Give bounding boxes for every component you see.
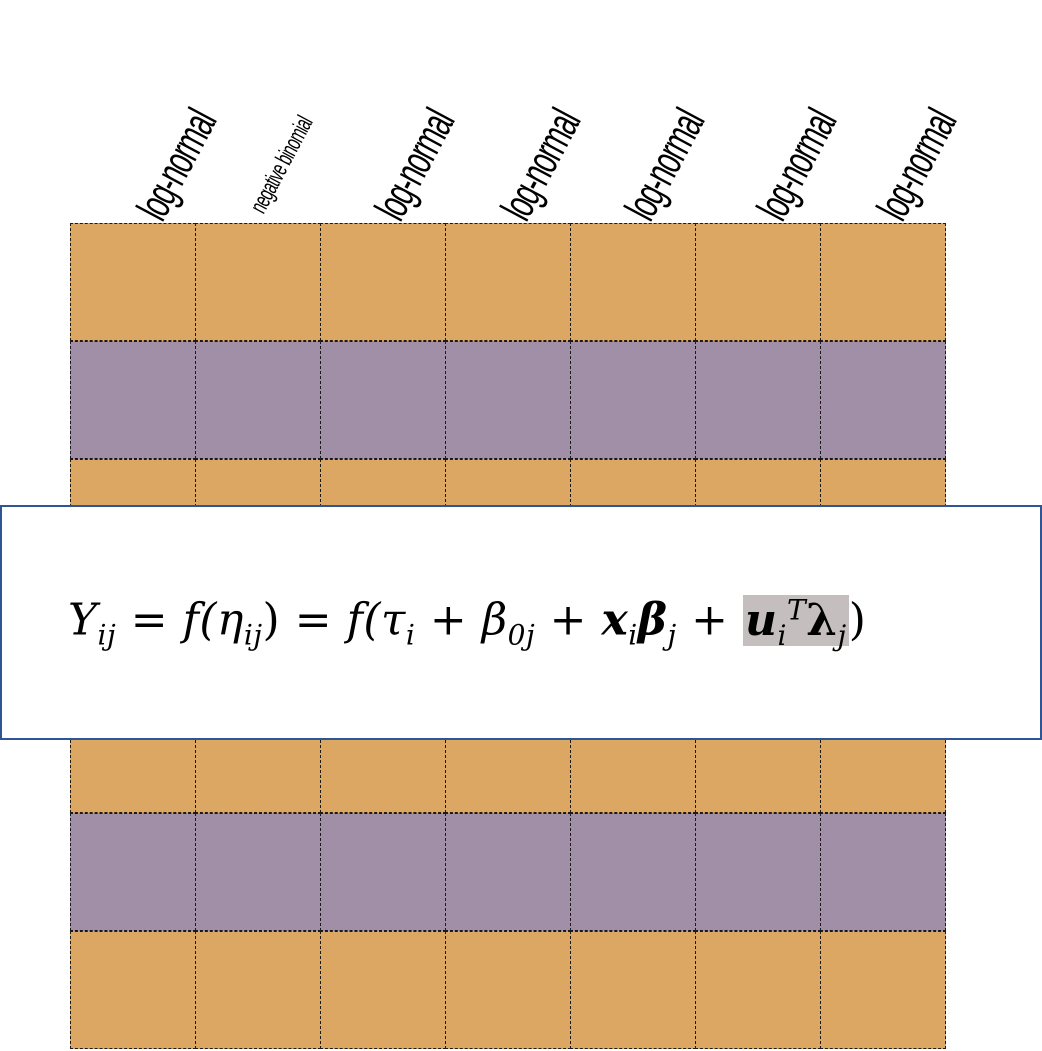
eq-u-sup: T (786, 593, 807, 626)
eq-y-sub: ij (97, 618, 117, 652)
grid-cell (819, 813, 946, 931)
grid-cell (569, 813, 697, 931)
grid-row (70, 341, 946, 459)
grid-cell (70, 931, 197, 1049)
grid-cell (194, 813, 322, 931)
eq-plus-1: + (429, 594, 468, 646)
eq-latent-term: uiTλj (743, 593, 849, 651)
eq-tau: τ (381, 594, 406, 646)
grid-cell (444, 813, 572, 931)
grid-cell (319, 813, 447, 931)
grid-cell (319, 931, 447, 1049)
grid-cell (194, 931, 322, 1049)
eq-x: x (601, 594, 629, 646)
grid-row (70, 931, 946, 1049)
grid-row (70, 813, 946, 931)
column-header-1: log-normal (128, 102, 226, 229)
eq-beta-sub: j (667, 618, 677, 652)
grid-cell (444, 931, 572, 1049)
grid-cell (819, 223, 946, 341)
grid-cell (319, 341, 447, 459)
grid-cell (70, 341, 197, 459)
eq-eta-sub: ij (243, 618, 263, 652)
grid-row (70, 223, 946, 341)
eq-y: Y (68, 594, 98, 646)
grid-cell (694, 931, 822, 1049)
grid-cell (694, 813, 822, 931)
eq-beta: β (637, 594, 668, 646)
eq-f-1: f( (182, 594, 218, 646)
eq-f-2: f( (346, 594, 382, 646)
column-header-3: log-normal (366, 102, 464, 229)
eq-lambda-sub: j (837, 618, 847, 652)
column-header-5: log-normal (616, 102, 714, 229)
grid-cell (819, 931, 946, 1049)
equation-box: Yij = f(ηij) = f(τi + β0j + xiβj + uiTλj… (0, 505, 1042, 740)
eq-beta0-sub: 0j (507, 618, 536, 652)
grid-cell (569, 341, 697, 459)
column-header-7: log-normal (868, 102, 966, 229)
eq-plus-3: + (691, 594, 729, 646)
eq-u: u (745, 594, 778, 646)
grid-cell (569, 223, 697, 341)
eq-tau-sub: i (405, 618, 416, 652)
grid-cell (194, 341, 322, 459)
column-header-4: log-normal (492, 102, 590, 229)
model-equation: Yij = f(ηij) = f(τi + β0j + xiβj + uiTλj… (68, 593, 866, 651)
eq-equals-2: = (294, 594, 333, 646)
eq-u-sub: i (777, 618, 787, 652)
grid-cell (444, 223, 572, 341)
eq-plus-2: + (549, 594, 588, 646)
eq-close-1: ) (262, 594, 281, 646)
column-header-6: log-normal (748, 102, 846, 229)
grid-cell (444, 341, 572, 459)
eq-close-2: ) (848, 594, 867, 646)
eq-x-sub: i (628, 618, 638, 652)
eq-eta: η (217, 594, 244, 646)
eq-lambda: λ (806, 594, 838, 646)
eq-beta0: β (481, 594, 508, 646)
eq-equals-1: = (130, 594, 169, 646)
grid-cell (694, 341, 822, 459)
grid-cell (819, 341, 946, 459)
column-header-2: negative binomial (245, 112, 319, 218)
grid-cell (319, 223, 447, 341)
grid-cell (694, 223, 822, 341)
grid-cell (70, 223, 197, 341)
grid-cell (70, 813, 197, 931)
grid-cell (569, 931, 697, 1049)
grid-cell (194, 223, 322, 341)
